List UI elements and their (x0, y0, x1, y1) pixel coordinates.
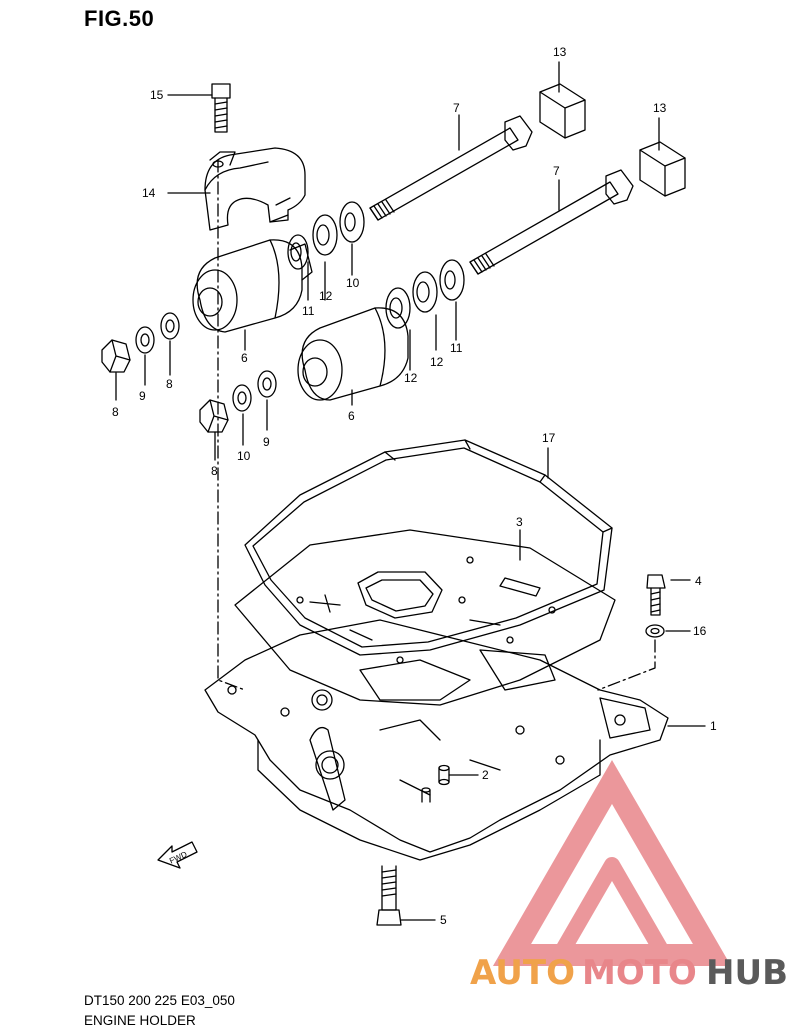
callout-13-lower: 13 (653, 101, 667, 115)
washer-10-upper (135, 326, 155, 354)
washer-12-c (385, 287, 411, 329)
figure-title: FIG.50 (84, 6, 155, 31)
seal-17 (244, 439, 613, 656)
watermark-logo (492, 760, 732, 966)
pin-2 (421, 764, 450, 803)
callout-10-upper: 9 (139, 389, 146, 403)
callout-17: 17 (542, 431, 556, 445)
bolt-7-upper (369, 115, 533, 221)
watermark-moto: MOTO (582, 953, 697, 993)
washer-12-d (412, 271, 438, 313)
fwd-arrow-icon (157, 841, 198, 869)
gasket-3 (234, 529, 616, 706)
washer-12-a (287, 234, 309, 270)
callout-3: 3 (516, 515, 523, 529)
callout-11-a: 10 (346, 276, 360, 290)
washer-9-lower (257, 370, 277, 398)
callout-13-upper: 13 (553, 45, 567, 59)
block-13-lower (639, 141, 686, 197)
callout-7-lower: 7 (553, 164, 560, 178)
callout-12-c: 12 (404, 371, 418, 385)
holder-1 (204, 619, 669, 861)
callout-2: 2 (482, 768, 489, 782)
callout-1: 1 (710, 719, 717, 733)
washer-10-lower (232, 384, 252, 412)
callout-labels: 15 14 7 13 13 7 11 12 10 6 9 8 8 12 12 1… (112, 45, 717, 927)
washer-11-b (439, 259, 465, 301)
bolt-5 (376, 865, 402, 926)
bolt-15 (211, 83, 231, 133)
callout-9-upper: 8 (166, 377, 173, 391)
callout-11-b: 11 (450, 341, 463, 355)
mount-6-upper (192, 239, 313, 333)
callout-14: 14 (142, 186, 156, 200)
watermark-hub: HUB (706, 953, 788, 993)
centerline (217, 159, 246, 691)
mount-6-lower (297, 307, 409, 401)
nut-8-upper (101, 339, 131, 373)
washer-16 (645, 624, 665, 638)
watermark-auto: AUTO (470, 953, 575, 993)
washer-12-b (312, 214, 338, 256)
callout-8-upper: 8 (112, 405, 119, 419)
callout-4: 4 (695, 574, 702, 588)
callout-8-lower: 8 (211, 464, 218, 478)
callout-6-upper: 6 (241, 351, 248, 365)
callout-9-lower: 9 (263, 435, 270, 449)
callout-12-a: 11 (302, 304, 315, 318)
clamp-14 (204, 147, 306, 231)
bolt-4 (646, 574, 666, 616)
washer-9-upper (160, 312, 180, 340)
callout-12-b: 12 (319, 289, 333, 303)
caption-model: DT150 200 225 E03_050 (84, 993, 235, 1008)
callout-6-lower: 6 (348, 409, 355, 423)
callout-5: 5 (440, 913, 447, 927)
caption-name: ENGINE HOLDER (84, 1013, 196, 1028)
watermark-text: AUTO MOTO HUB (470, 953, 788, 993)
callout-7-upper: 7 (453, 101, 460, 115)
bolt-7-lower (469, 169, 634, 275)
callout-12-d: 12 (430, 355, 444, 369)
block-13-upper (539, 83, 586, 139)
nut-8-lower (199, 399, 229, 433)
callout-10-lower: 10 (237, 449, 251, 463)
callout-16: 16 (693, 624, 707, 638)
washer-11-a (339, 201, 365, 243)
callout-15: 15 (150, 88, 164, 102)
